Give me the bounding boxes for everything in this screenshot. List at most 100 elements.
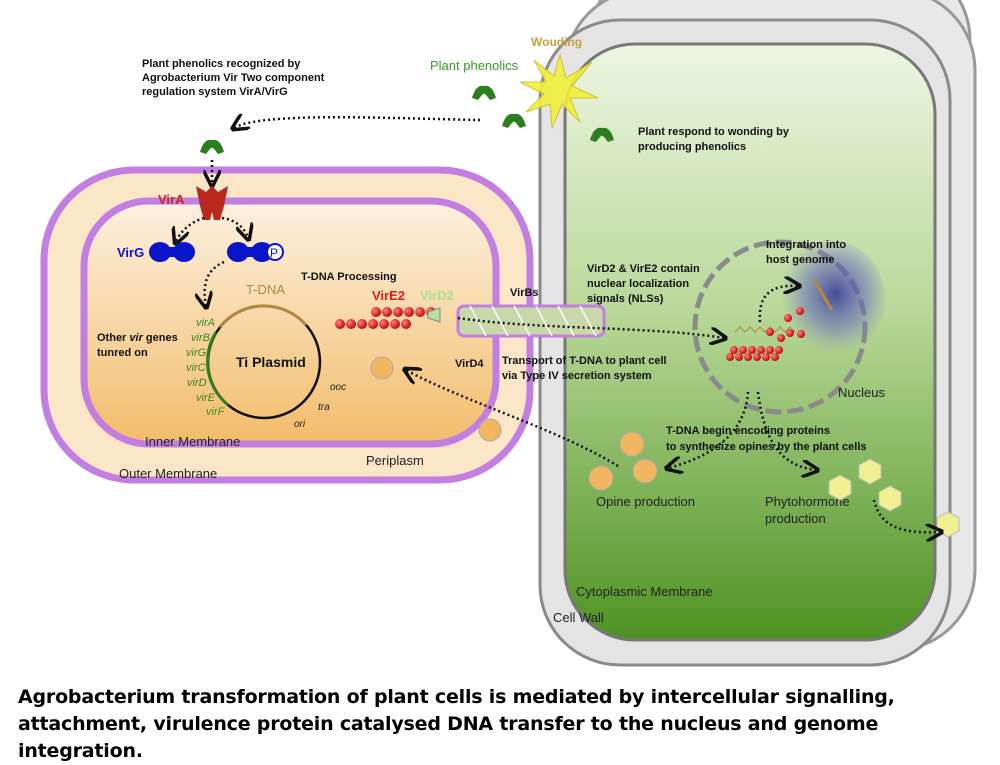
vire2-bead xyxy=(777,334,785,342)
vire2-bead xyxy=(775,346,783,354)
vire2-bead xyxy=(382,307,392,317)
vire2-bead xyxy=(784,314,792,322)
vir-gene: virD xyxy=(187,377,207,389)
vire2-bead xyxy=(766,328,774,336)
figure-caption: Agrobacterium transformation of plant ce… xyxy=(18,684,1000,765)
vire2-bead xyxy=(786,329,794,337)
vire2-bead xyxy=(379,319,389,329)
wounding-star-icon xyxy=(519,53,599,129)
tdna-label: T-DNA xyxy=(246,282,285,297)
vira-receptor-icon xyxy=(196,186,228,220)
phosphate-icon xyxy=(266,243,284,261)
cytoplasmic-membrane-label: Cytoplasmic Membrane xyxy=(576,584,713,599)
phytohormone-molecules xyxy=(828,458,960,538)
vira-to-virgp-arrow xyxy=(221,216,248,238)
vire2-bead xyxy=(401,319,411,329)
vird2-icon xyxy=(427,307,441,323)
tdna-segment xyxy=(218,304,308,328)
opine-production-label: Opine production xyxy=(596,494,695,509)
vire2-bead xyxy=(390,319,400,329)
tra-label: tra xyxy=(318,402,330,413)
inner-membrane xyxy=(80,197,500,448)
ooc-label: ooc xyxy=(330,382,346,393)
vir-gene: virF xyxy=(206,406,226,418)
vird4-label: VirD4 xyxy=(455,358,484,370)
tdna-strand xyxy=(734,326,796,333)
ti-plasmid-label: Ti Plasmid xyxy=(236,354,306,370)
opine-icon xyxy=(588,465,614,491)
vird2-label: VirD2 xyxy=(420,288,454,303)
vir-gene: virG xyxy=(186,347,207,359)
phytohormone-arrow xyxy=(756,391,816,470)
phytohormone-icon xyxy=(828,474,852,501)
vire2-bead xyxy=(357,319,367,329)
vire2-in-nucleus xyxy=(726,307,805,361)
vire2-bead xyxy=(766,346,774,354)
opine-molecules xyxy=(370,356,658,491)
vire2-bead xyxy=(726,353,734,361)
integration-arrow xyxy=(758,286,798,323)
host-genome xyxy=(775,240,885,360)
vir-gene: virE xyxy=(196,392,216,404)
nucleus xyxy=(692,239,885,415)
phenolic-icon xyxy=(590,127,614,142)
phenolic-molecules xyxy=(200,85,614,154)
vire2-bead xyxy=(404,307,414,317)
integrated-tdna xyxy=(812,279,834,311)
ori-label: ori xyxy=(294,419,306,430)
vir-gene: virA xyxy=(196,317,215,329)
vir-gene-list: virA virB virG virC virD virE virF xyxy=(186,317,226,418)
vira-label: VirA xyxy=(158,192,185,207)
vir-gene: virC xyxy=(186,362,206,374)
opine-icon xyxy=(478,418,502,442)
caption-line: Agrobacterium transformation of plant ce… xyxy=(18,686,895,708)
virbs-label: VirBs xyxy=(510,287,539,299)
vire2-bead xyxy=(368,319,378,329)
vire2-bead xyxy=(797,330,805,338)
vir-region-segment xyxy=(205,331,229,407)
vire2-bead xyxy=(744,353,752,361)
transport-arrow xyxy=(457,316,724,338)
phytohormone-icon xyxy=(936,511,960,538)
vire2-bead xyxy=(762,353,770,361)
vire2-label: VirE2 xyxy=(372,288,405,303)
outer-membrane-label: Outer Membrane xyxy=(119,466,217,481)
inner-membrane-label: Inner Membrane xyxy=(145,434,240,449)
opine-icon xyxy=(619,431,645,457)
phosphate-label: P xyxy=(270,246,278,260)
vire2-bead xyxy=(415,307,425,317)
wounding-label: Wouding xyxy=(531,35,582,49)
nucleus-label: Nucleus xyxy=(838,385,885,400)
phenolic-icon xyxy=(200,139,224,154)
phenolic-arrow xyxy=(234,117,481,128)
vire2-bead xyxy=(346,319,356,329)
vire2-tdna-complex xyxy=(335,307,436,329)
vira-to-virg-arrow xyxy=(176,216,205,242)
virg-protein-icon xyxy=(149,242,195,262)
opine-icon xyxy=(632,458,658,484)
tdna-processing-label: T-DNA Processing xyxy=(301,271,397,283)
vire2-bead xyxy=(335,319,345,329)
vire2-bead xyxy=(393,307,403,317)
phenolic-icon xyxy=(502,113,526,128)
vire2-bead xyxy=(771,353,779,361)
vire2-bead xyxy=(748,346,756,354)
phytohormone-icon xyxy=(858,458,882,485)
vire2-bead xyxy=(757,346,765,354)
caption-line: attachment, virulence protein catalysed … xyxy=(18,713,879,762)
vire2-bead xyxy=(735,353,743,361)
plant-cell xyxy=(538,18,952,667)
cell-wall-label: Cell Wall xyxy=(553,610,604,625)
opine-icon xyxy=(370,356,394,380)
vir-gene: virB xyxy=(191,332,210,344)
vire2-bead xyxy=(739,346,747,354)
